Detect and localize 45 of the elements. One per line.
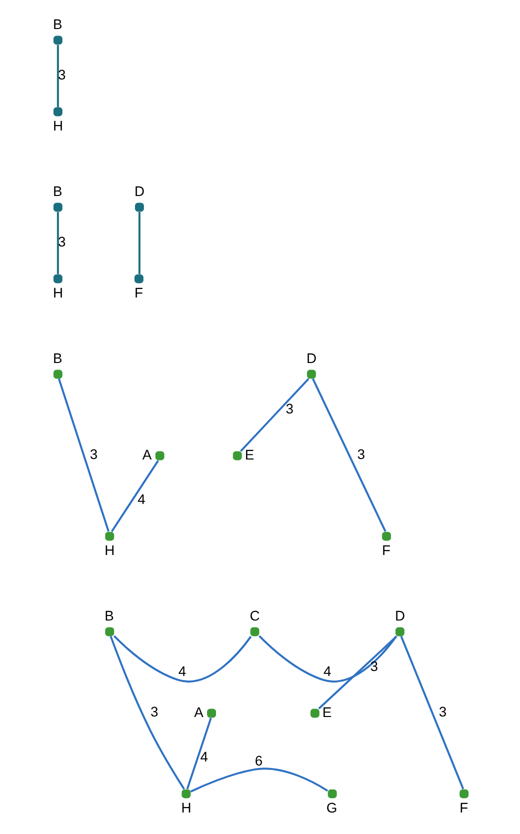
connector <box>57 378 109 532</box>
node-label: D <box>306 350 316 366</box>
node-label: E <box>244 446 254 462</box>
edge-label: 3 <box>150 703 158 720</box>
edge-label: 3 <box>438 703 446 720</box>
node-label: A <box>194 704 203 720</box>
edge-label: 3 <box>89 446 98 462</box>
edge-label: 4 <box>137 491 145 508</box>
connector <box>109 636 184 790</box>
node-label: H <box>52 117 63 134</box>
node-label: B <box>52 16 62 32</box>
connector <box>318 636 397 710</box>
edge-label: 4 <box>178 663 186 680</box>
node-label: A <box>142 446 152 462</box>
connector <box>258 635 396 682</box>
connector <box>186 718 212 790</box>
node-label: B <box>104 608 114 624</box>
edge-label: 3 <box>370 658 378 674</box>
connector <box>400 636 464 790</box>
node-label: F <box>134 284 142 300</box>
node-label: E <box>322 704 332 720</box>
connector <box>110 460 158 532</box>
connector <box>312 378 386 532</box>
connector <box>56 45 58 108</box>
connector <box>190 768 328 792</box>
node-label: H <box>180 799 191 816</box>
node-label: H <box>52 284 63 300</box>
edge-label: 4 <box>200 748 208 765</box>
connector <box>138 212 140 274</box>
node-label: C <box>249 608 260 624</box>
edge-label: 3 <box>285 400 293 417</box>
node-label: F <box>382 542 390 558</box>
node-label: B <box>52 350 62 366</box>
connector <box>112 635 252 682</box>
node-label: H <box>104 542 114 558</box>
node-label: B <box>52 182 62 199</box>
node-label: F <box>459 799 468 816</box>
node-label: D <box>134 182 144 199</box>
node-label: G <box>326 799 337 816</box>
connector <box>56 212 58 274</box>
edge-label: 6 <box>254 752 262 769</box>
edge-label: 3 <box>356 446 365 462</box>
edge-label: 4 <box>322 663 331 680</box>
connector <box>240 378 309 452</box>
node-label: D <box>394 608 405 624</box>
